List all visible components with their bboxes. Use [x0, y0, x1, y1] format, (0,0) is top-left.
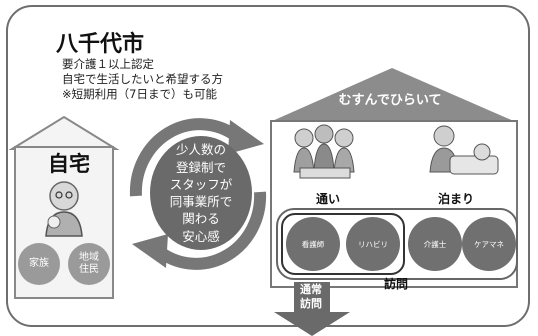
medical-service-group: [281, 213, 405, 275]
care-worker-label: 介護士: [423, 239, 447, 249]
family-label: 家族: [29, 257, 49, 269]
regular-visit-arrow: [274, 282, 350, 336]
desc-line-2: 自宅で生活したいと希望する方: [62, 72, 223, 86]
community-residents-label: 地域 住民: [79, 251, 99, 276]
regular-visit-line-1: 通常: [300, 283, 322, 296]
nurse-circle: 看護師: [286, 217, 340, 271]
rehabilitation-circle: リハビリ: [346, 217, 400, 271]
day-care-label: 通い: [316, 192, 341, 206]
care-manager-label: ケアマネ: [474, 239, 504, 249]
center-line-1: 少人数の: [175, 142, 226, 158]
center-line-3: スタッフが: [169, 176, 233, 192]
desc-line-3: ※短期利用（7日まで）も可能: [62, 87, 217, 101]
cycle-arrows: [129, 118, 267, 270]
rehabilitation-label: リハビリ: [358, 239, 388, 249]
care-manager-circle: ケアマネ: [462, 217, 516, 271]
day-care-group-illustration: [293, 124, 355, 179]
visit-label: 訪問: [384, 277, 409, 291]
elderly-person-illustration: [45, 181, 83, 237]
regular-visit-line-2: 訪問: [300, 296, 322, 310]
nurse-label: 看護師: [301, 239, 325, 249]
facility-roof: [270, 68, 516, 122]
care-worker-circle: 介護士: [408, 217, 462, 271]
community-residents-circle: 地域 住民: [68, 243, 110, 285]
overnight-care-illustration: [429, 125, 499, 175]
facility-name: むすんでひらいて: [338, 93, 442, 108]
center-line-2: 登録制で: [175, 159, 226, 175]
overnight-stay-label: 泊まり: [438, 192, 475, 206]
home-label: 自宅: [48, 152, 90, 176]
regular-visit-label: 通常 訪問: [296, 283, 326, 311]
center-line-4: 同事業所で: [169, 194, 233, 209]
center-line-5: 関わる: [182, 211, 220, 227]
page-title: 八千代市: [56, 32, 145, 57]
center-line-6: 安心感: [182, 228, 220, 244]
center-message-circle: 少人数の 登録制で スタッフが 同事業所で 関わる 安心感: [150, 136, 252, 250]
desc-line-1: 要介護１以上認定: [62, 57, 154, 71]
family-circle: 家族: [18, 243, 60, 285]
